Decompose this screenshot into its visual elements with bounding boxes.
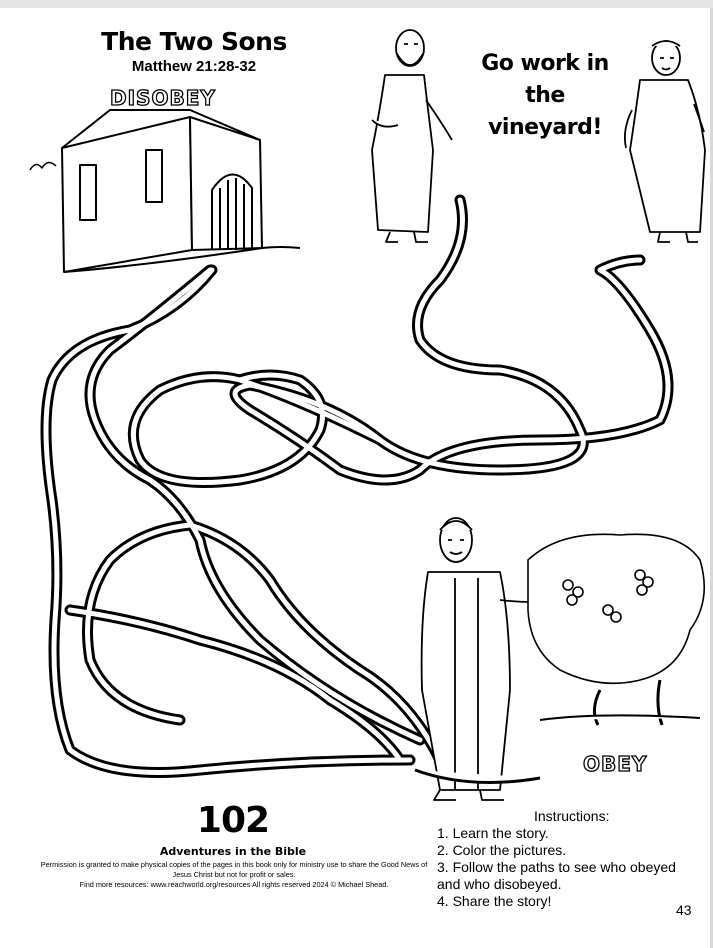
instruction-step: 4. Share the story!: [437, 893, 552, 909]
right-border: [710, 8, 713, 948]
scripture-reference: Matthew 21:28-32: [131, 58, 257, 75]
permission-notice: Permission is granted to make physical c…: [34, 860, 434, 890]
instructions-heading: Instructions:: [534, 808, 610, 824]
disobey-label: DISOBEY: [109, 85, 216, 110]
instruction-step: 1. Learn the story.: [437, 825, 549, 841]
resources-text: Find more resources: www.reachworld.org/…: [79, 880, 389, 889]
page-title: The Two Sons: [101, 27, 287, 56]
speech-callout: Go work in the vineyard!: [470, 48, 620, 144]
vineyard-tree: [527, 533, 706, 726]
series-title: Adventures in the Bible: [159, 845, 307, 858]
instructions-list: 1. Learn the story. 2. Color the picture…: [437, 825, 687, 910]
top-border: [0, 0, 713, 8]
son-figure-vineyard: [414, 517, 581, 801]
instruction-step: 3. Follow the paths to see who obeyed an…: [437, 859, 676, 892]
father-figure-left: [371, 29, 453, 243]
obey-label: OBEY: [582, 751, 648, 776]
maze-paths: [40, 194, 674, 778]
book-page-number: 102: [196, 800, 270, 841]
permission-text: Permission is granted to make physical c…: [40, 860, 428, 879]
son-figure-right: [623, 40, 706, 243]
house-illustration: [29, 109, 301, 273]
speech-text: Go work in the vineyard!: [481, 51, 609, 140]
corner-page-number: 43: [676, 902, 692, 918]
instruction-step: 2. Color the pictures.: [437, 842, 567, 858]
